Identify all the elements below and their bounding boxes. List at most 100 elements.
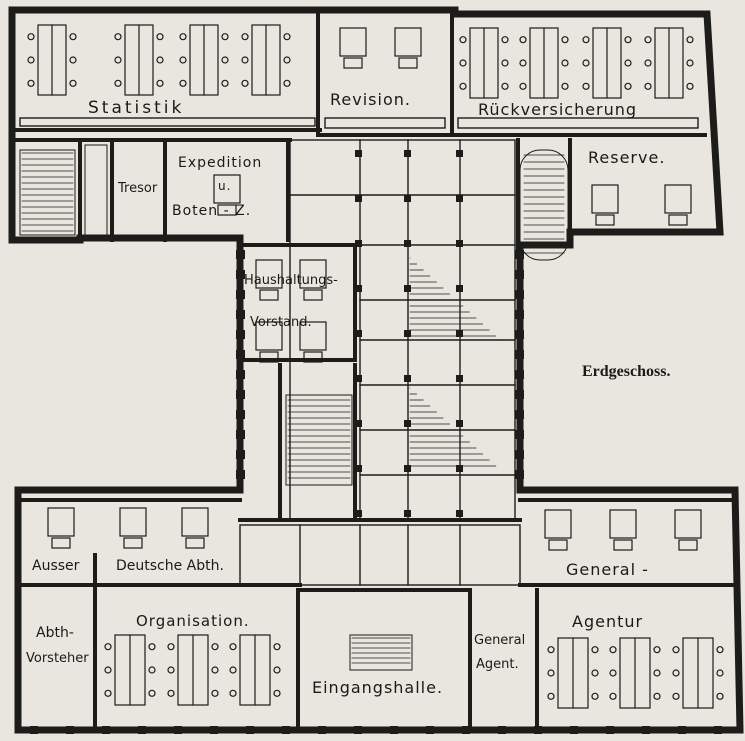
pier bbox=[426, 726, 434, 734]
pier bbox=[462, 726, 470, 734]
pier bbox=[404, 195, 411, 202]
pier bbox=[515, 410, 524, 419]
plan-title: Erdgeschoss. bbox=[582, 363, 671, 380]
pier bbox=[355, 285, 362, 292]
room-label-vorsteher: Vorsteher bbox=[26, 651, 89, 666]
desk bbox=[339, 27, 367, 57]
pier bbox=[515, 370, 524, 379]
pier bbox=[174, 726, 182, 734]
pier bbox=[355, 150, 362, 157]
chair bbox=[123, 537, 143, 549]
pier bbox=[66, 726, 74, 734]
chair bbox=[221, 33, 229, 41]
chair bbox=[229, 666, 237, 674]
pier bbox=[282, 726, 290, 734]
chair bbox=[398, 57, 418, 69]
chair bbox=[501, 82, 509, 90]
pier bbox=[318, 726, 326, 734]
chair bbox=[221, 79, 229, 87]
small-desk bbox=[339, 27, 367, 69]
pier bbox=[355, 195, 362, 202]
desk bbox=[119, 507, 147, 537]
pier bbox=[515, 330, 524, 339]
chair bbox=[114, 79, 122, 87]
pier bbox=[355, 240, 362, 247]
small-desk bbox=[664, 184, 692, 226]
chair bbox=[519, 59, 527, 67]
chair bbox=[459, 36, 467, 44]
chair bbox=[609, 669, 617, 677]
chair bbox=[241, 56, 249, 64]
chair bbox=[259, 289, 279, 301]
stairs bbox=[19, 144, 569, 671]
pier bbox=[390, 726, 398, 734]
desk-group bbox=[459, 27, 509, 99]
chair bbox=[27, 33, 35, 41]
chair bbox=[561, 82, 569, 90]
pier bbox=[236, 350, 245, 359]
room-label-eingangshalle: Eingangshalle. bbox=[312, 678, 444, 697]
pier bbox=[456, 330, 463, 337]
desks bbox=[27, 24, 724, 709]
desk-group bbox=[114, 24, 164, 96]
chair bbox=[595, 214, 615, 226]
small-desk bbox=[609, 509, 637, 551]
chair bbox=[114, 56, 122, 64]
pier bbox=[515, 290, 524, 299]
chair bbox=[211, 666, 219, 674]
chair bbox=[547, 669, 555, 677]
room-label-general-agent: General bbox=[474, 633, 526, 648]
chair bbox=[303, 351, 323, 363]
chair bbox=[167, 643, 175, 651]
pier bbox=[456, 375, 463, 382]
desk-group bbox=[582, 27, 632, 99]
pier bbox=[606, 726, 614, 734]
chair bbox=[591, 669, 599, 677]
chair bbox=[672, 646, 680, 654]
pier bbox=[515, 250, 524, 259]
chair bbox=[104, 643, 112, 651]
chair bbox=[672, 669, 680, 677]
room-label-expedition-u: u. bbox=[218, 179, 232, 193]
pier bbox=[236, 310, 245, 319]
room-label-tresor: Tresor bbox=[118, 181, 158, 196]
desk-group bbox=[644, 27, 694, 99]
small-desk bbox=[674, 509, 702, 551]
pier bbox=[404, 285, 411, 292]
room-label-agent: Agent. bbox=[476, 657, 519, 672]
chair bbox=[69, 33, 77, 41]
desk-group bbox=[609, 637, 661, 709]
desk-group bbox=[27, 24, 77, 96]
chair bbox=[104, 666, 112, 674]
pier bbox=[404, 240, 411, 247]
chair bbox=[185, 537, 205, 549]
pier bbox=[642, 726, 650, 734]
chair bbox=[273, 666, 281, 674]
chair bbox=[211, 689, 219, 697]
desk-group bbox=[547, 637, 599, 709]
pier bbox=[404, 465, 411, 472]
pier bbox=[456, 150, 463, 157]
room-label-boten-z: Boten - Z. bbox=[172, 203, 252, 219]
chair bbox=[653, 692, 661, 700]
pier bbox=[515, 310, 524, 319]
pier bbox=[236, 370, 245, 379]
pier bbox=[456, 510, 463, 517]
desk-group bbox=[104, 634, 156, 706]
chair bbox=[69, 56, 77, 64]
room-label-rueckversicherung: Rückversicherung bbox=[478, 100, 638, 119]
chair bbox=[259, 351, 279, 363]
pier bbox=[236, 430, 245, 439]
chair bbox=[582, 82, 590, 90]
pier bbox=[236, 450, 245, 459]
chair bbox=[591, 646, 599, 654]
pier bbox=[236, 470, 245, 479]
chair bbox=[624, 59, 632, 67]
room-label-statistik: Statistik bbox=[88, 98, 185, 118]
pier bbox=[236, 290, 245, 299]
chair bbox=[27, 56, 35, 64]
room-label-expedition: Expedition bbox=[178, 155, 263, 171]
pier bbox=[456, 465, 463, 472]
small-desk bbox=[255, 321, 283, 363]
